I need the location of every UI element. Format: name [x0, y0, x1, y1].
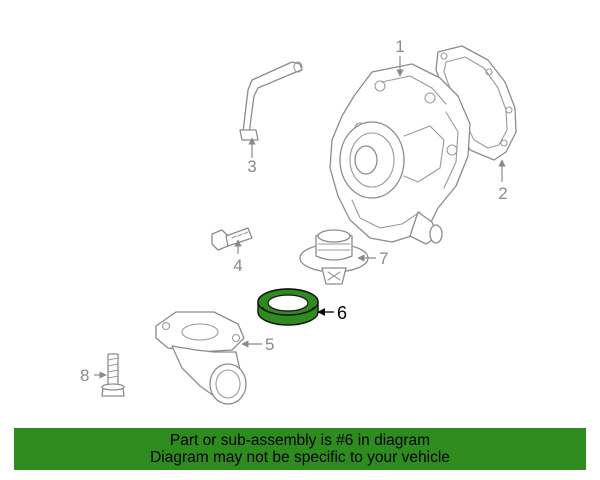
water-pump-part-1[interactable] [329, 63, 471, 245]
thermostat-gasket-part-6[interactable] [257, 288, 319, 326]
bolt-part-4[interactable] [211, 227, 253, 251]
callout-1: 1 [395, 37, 404, 56]
thermostat-housing-part-5[interactable] [155, 311, 247, 405]
callout-6: 6 [337, 303, 347, 323]
callout-8: 8 [80, 366, 89, 385]
callout-4: 4 [233, 256, 242, 275]
callout-3: 3 [247, 157, 256, 176]
bolt-part-8[interactable] [101, 353, 125, 397]
thermostat-part-7[interactable] [299, 229, 369, 285]
pipe-part-3[interactable] [239, 61, 303, 141]
banner-line-2: Diagram may not be specific to your vehi… [150, 449, 450, 466]
callout-7: 7 [379, 249, 388, 268]
banner-line-1: Part or sub-assembly is #6 in diagram [169, 432, 431, 449]
info-banner: Part or sub-assembly is #6 in diagram Di… [14, 428, 586, 470]
callout-2: 2 [498, 184, 507, 203]
callout-5: 5 [265, 335, 274, 354]
leader-lines [94, 56, 506, 379]
callout-labels: 1 2 3 4 5 6 7 8 [80, 37, 508, 385]
